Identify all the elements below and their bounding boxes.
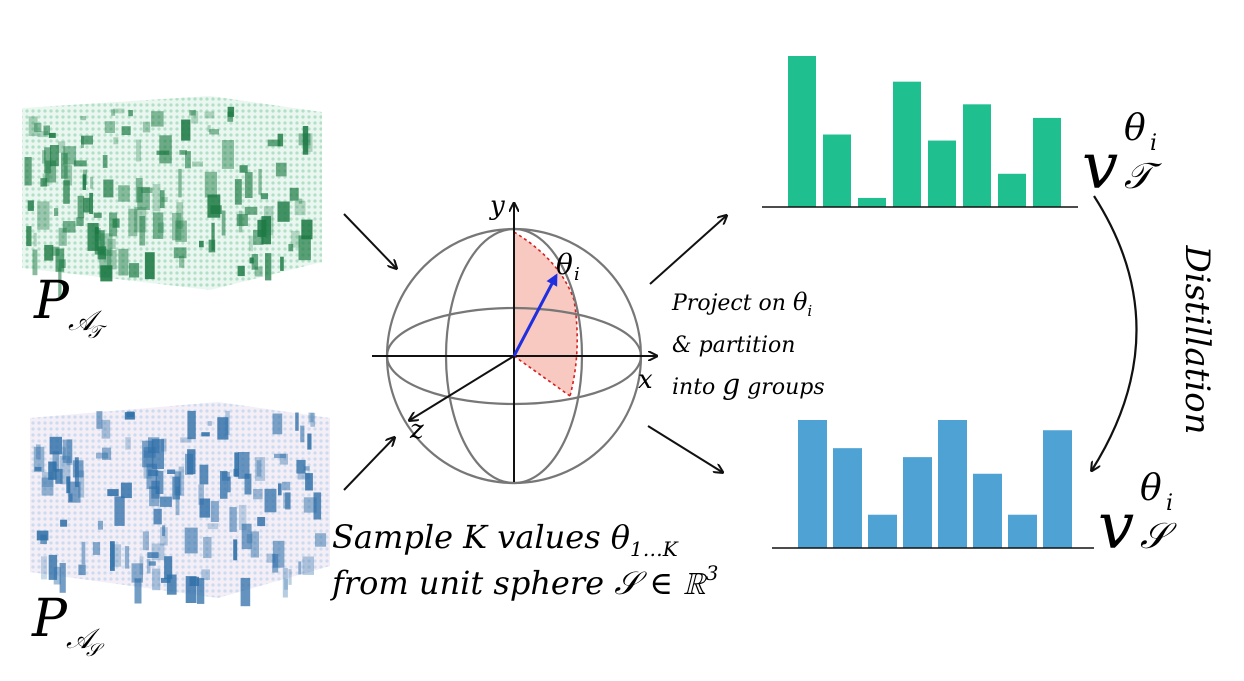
- svg-text:i: i: [574, 264, 580, 285]
- theta-label: θ i: [556, 248, 580, 285]
- z-axis-label: z: [409, 415, 424, 445]
- svg-text:𝒯: 𝒯: [88, 322, 107, 343]
- student-histogram-label: v θ i 𝒮: [1098, 468, 1177, 564]
- student-histogram-bar-4: [903, 457, 932, 548]
- distillation-arrow: [1092, 195, 1138, 470]
- student-histogram-bar-8: [1043, 430, 1072, 548]
- teacher-to-sphere-arrow: [343, 213, 396, 268]
- teacher-point-cloud: [22, 96, 322, 298]
- student-histogram: [798, 420, 1072, 548]
- teacher-histogram-bar-4: [893, 81, 921, 207]
- teacher-histogram-bar-1: [788, 56, 816, 207]
- student-histogram-bar-6: [973, 473, 1002, 548]
- unit-sphere: y x z θ i: [372, 191, 656, 485]
- teacher-histogram-bar-2: [823, 134, 851, 207]
- x-axis-label: x: [638, 365, 653, 395]
- svg-text:Project on θi: Project on θi: [671, 288, 812, 320]
- teacher-histogram-bar-6: [963, 104, 991, 207]
- teacher-histogram-bar-5: [928, 140, 956, 207]
- distillation-label: Distillation: [1177, 244, 1217, 434]
- teacher-histogram-bar-7: [998, 173, 1026, 207]
- student-histogram-bar-2: [833, 448, 862, 548]
- svg-text:Sample K values θ1…K: Sample K values θ1…K: [332, 518, 679, 561]
- svg-text:P: P: [33, 271, 70, 331]
- svg-text:𝒮: 𝒮: [86, 640, 105, 661]
- svg-text:𝒮: 𝒮: [1140, 516, 1177, 557]
- projection-caption: Project on θi & partition into g groups: [671, 288, 825, 401]
- student-histogram-bar-1: [798, 420, 827, 548]
- student-histogram-bar-7: [1008, 514, 1037, 548]
- svg-text:θ: θ: [1140, 468, 1162, 509]
- svg-text:𝒯: 𝒯: [1124, 156, 1162, 197]
- student-histogram-bar-5: [938, 420, 967, 548]
- svg-text:into g groups: into g groups: [672, 368, 825, 401]
- svg-text:θ: θ: [556, 248, 573, 281]
- student-distribution-label: P 𝒜 𝒮: [31, 589, 105, 661]
- svg-text:v: v: [1082, 130, 1118, 204]
- teacher-distribution-label: P 𝒜 𝒯: [33, 271, 107, 343]
- student-histogram-bar-3: [868, 514, 897, 548]
- student-to-sphere-arrow: [343, 438, 394, 491]
- svg-text:P: P: [31, 589, 68, 649]
- svg-text:i: i: [1150, 131, 1157, 156]
- teacher-histogram: [788, 56, 1061, 207]
- sample-caption: Sample K values θ1…K from unit sphere 𝒮 …: [330, 518, 719, 602]
- svg-text:from unit sphere 𝒮 ∈ ℝ3: from unit sphere 𝒮 ∈ ℝ3: [330, 561, 719, 602]
- y-axis-label: y: [489, 191, 505, 221]
- svg-text:i: i: [1166, 491, 1173, 516]
- svg-text:θ: θ: [1124, 108, 1146, 149]
- teacher-histogram-bar-8: [1033, 117, 1061, 207]
- teacher-histogram-label: v θ i 𝒯: [1082, 108, 1162, 204]
- z-axis: [410, 355, 515, 420]
- sphere-to-teacher-hist-arrow: [649, 216, 726, 285]
- sphere-to-student-hist-arrow: [647, 425, 722, 472]
- svg-text:& partition: & partition: [672, 333, 795, 358]
- theta-vector: [512, 273, 558, 357]
- svg-text:v: v: [1098, 490, 1134, 564]
- teacher-histogram-bar-3: [858, 197, 886, 207]
- student-point-cloud: [30, 402, 330, 607]
